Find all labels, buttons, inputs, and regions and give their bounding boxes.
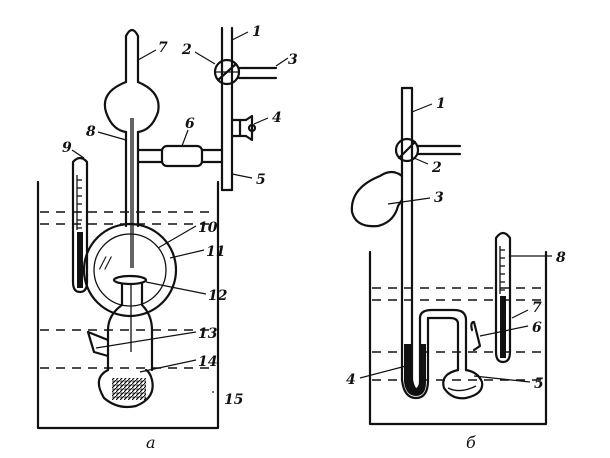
label-b-4: 4 [346, 372, 356, 388]
label-a-11: 11 [206, 244, 225, 260]
label-b-2: 2 [431, 160, 442, 176]
caption-b: б [466, 433, 476, 452]
label-a-6: 6 [185, 116, 195, 132]
label-a-1: 1 [252, 24, 262, 40]
figure-a: // [36, 24, 298, 452]
label-b-7: 7 [532, 300, 542, 316]
label-a-15: 15 [224, 392, 243, 408]
main-tube-a: // [82, 28, 178, 409]
label-a-13: 13 [198, 326, 218, 342]
thermometer-a [71, 156, 89, 294]
caption-a: a [146, 433, 156, 452]
leader-lines-a [71, 31, 289, 393]
label-a-14: 14 [198, 354, 217, 370]
inner-mark: // [98, 253, 112, 272]
label-a-9: 9 [62, 140, 72, 156]
label-b-3: 3 [434, 190, 444, 206]
figure-b: 1 2 3 4 5 6 7 8 б [346, 86, 566, 452]
valve-assembly-a [213, 26, 278, 192]
label-a-8: 8 [86, 124, 96, 140]
side-arm-a [136, 144, 224, 168]
thermometer-b [494, 231, 512, 364]
label-a-12: 12 [208, 288, 228, 304]
tube-b [350, 86, 484, 400]
label-a-10: 10 [198, 220, 218, 236]
label-a-7: 7 [158, 40, 168, 56]
bath-vessel-b [368, 250, 548, 426]
label-a-5: 5 [256, 172, 266, 188]
label-b-8: 8 [556, 250, 566, 266]
bath-vessel-a [36, 180, 220, 430]
labels-a: 1 2 3 4 5 6 7 8 9 10 11 12 13 14 15 [62, 24, 298, 408]
label-a-4: 4 [272, 110, 282, 126]
label-b-6: 6 [532, 320, 542, 336]
label-b-5: 5 [534, 376, 544, 392]
label-a-3: 3 [288, 52, 298, 68]
leader-lines-b [359, 103, 552, 383]
label-b-1: 1 [436, 96, 446, 112]
label-a-2: 2 [181, 42, 192, 58]
labels-b: 1 2 3 4 5 6 7 8 [346, 96, 566, 392]
